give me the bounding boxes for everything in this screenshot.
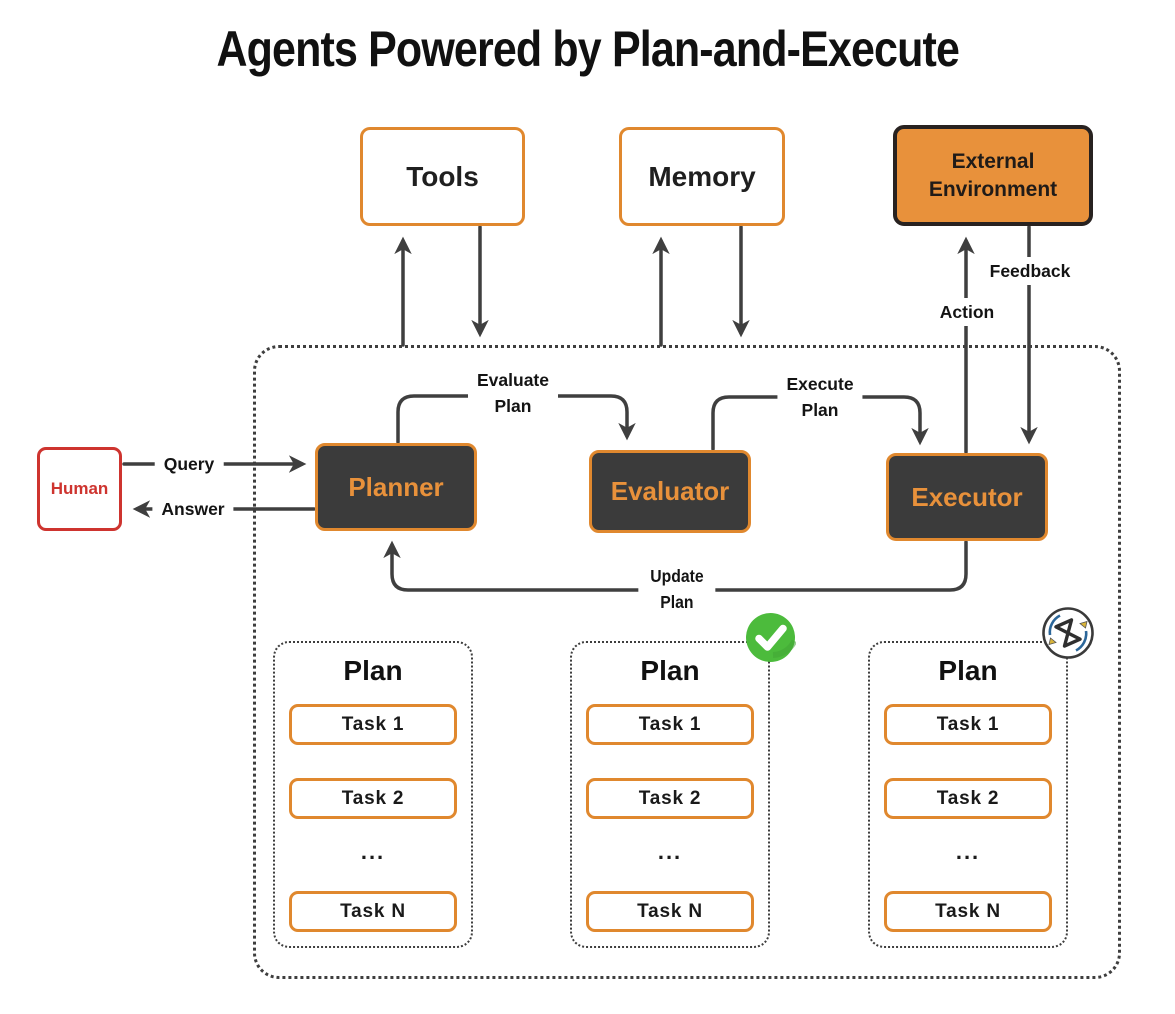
task-item: Task N bbox=[884, 891, 1052, 932]
external-environment-box: External Environment bbox=[893, 125, 1093, 226]
success-check-icon bbox=[746, 613, 796, 662]
update-plan-label: Update Plan bbox=[638, 562, 716, 616]
executor-label: Executor bbox=[911, 481, 1023, 512]
plan-title: Plan bbox=[343, 655, 403, 686]
memory-box: Memory bbox=[619, 127, 785, 226]
answer-label: Answer bbox=[152, 495, 234, 523]
feedback-label: Feedback bbox=[980, 257, 1080, 285]
task-item: Task 1 bbox=[884, 704, 1052, 745]
plan-card-3: Plan Task 1 Task 2 ... Task N bbox=[868, 641, 1068, 948]
human-box: Human bbox=[37, 447, 122, 531]
planner-box: Planner bbox=[315, 443, 477, 531]
evaluate-plan-label: Evaluate Plan bbox=[468, 366, 558, 420]
task-item: Task 1 bbox=[586, 704, 754, 745]
memory-label: Memory bbox=[648, 160, 756, 192]
ellipsis: ... bbox=[360, 839, 386, 864]
evaluator-box: Evaluator bbox=[589, 450, 751, 533]
task-item: Task 2 bbox=[884, 778, 1052, 819]
task-item: Task 2 bbox=[586, 778, 754, 819]
tools-box: Tools bbox=[360, 127, 525, 226]
execute-plan-label: Execute Plan bbox=[777, 370, 863, 424]
page-title: Agents Powered by Plan-and-Execute bbox=[216, 21, 959, 77]
task-item: Task N bbox=[289, 891, 457, 932]
agent-system-boundary bbox=[253, 345, 1121, 979]
human-label: Human bbox=[50, 479, 109, 498]
task-item: Task 1 bbox=[289, 704, 457, 745]
query-label: Query bbox=[154, 450, 224, 478]
task-item: Task 2 bbox=[289, 778, 457, 819]
evaluator-label: Evaluator bbox=[610, 476, 730, 506]
plan-card-2: Plan Task 1 Task 2 ... Task N bbox=[570, 641, 770, 948]
external-environment-label: External Environment bbox=[928, 149, 1058, 201]
planner-label: Planner bbox=[348, 471, 444, 502]
task-item: Task N bbox=[586, 891, 754, 932]
plan-title: Plan bbox=[640, 655, 700, 686]
plan-title: Plan bbox=[938, 655, 998, 686]
executor-box: Executor bbox=[886, 453, 1048, 541]
tools-label: Tools bbox=[406, 160, 479, 192]
ellipsis: ... bbox=[955, 839, 981, 864]
plan-card-1: Plan Task 1 Task 2 ... Task N bbox=[273, 641, 473, 948]
action-label: Action bbox=[930, 298, 1004, 326]
in-progress-hourglass-icon bbox=[1042, 607, 1094, 659]
ellipsis: ... bbox=[657, 839, 683, 864]
